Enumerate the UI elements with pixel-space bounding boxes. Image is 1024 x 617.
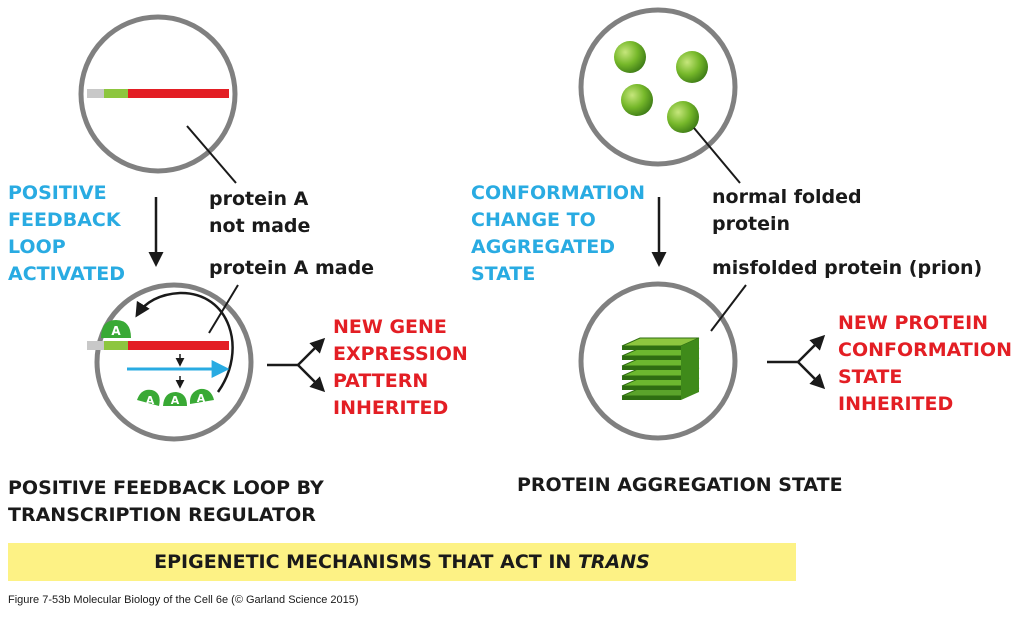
- figure-caption: Figure 7-53b Molecular Biology of the Ce…: [8, 594, 359, 606]
- misfolded-protein-label: misfolded protein (prion): [712, 257, 983, 279]
- protein-a-letter: A: [146, 394, 155, 407]
- conformation-change-label: CONFORMATION CHANGE TO AGGREGATED STATE: [471, 182, 645, 285]
- leader-misfolded-protein: [710, 284, 747, 332]
- feedback-loop-arrow: [135, 291, 234, 393]
- folded-protein-icon: [667, 101, 699, 133]
- aggregate-stack-icon: [621, 337, 700, 400]
- positive-feedback-loop-activated-label: POSITIVE FEEDBACK LOOP ACTIVATED: [8, 182, 126, 285]
- banner: EPIGENETIC MECHANISMS THAT ACT IN TRANS: [8, 543, 796, 581]
- new-protein-conformation-label: NEW PROTEIN CONFORMATION STATE INHERITED: [838, 312, 1012, 415]
- inheritance-fork-right: [767, 334, 826, 390]
- leader-protein-not-made: [186, 125, 237, 184]
- protein-a-icon: [137, 389, 160, 406]
- banner-title-italic: TRANS: [577, 551, 650, 573]
- folded-protein-icon: [676, 51, 708, 83]
- banner-title-main: EPIGENETIC MECHANISMS THAT ACT IN: [154, 551, 578, 573]
- normal-folded-protein-label: normal folded protein: [712, 186, 862, 235]
- new-gene-expression-label: NEW GENE EXPRESSION PATTERN INHERITED: [333, 316, 468, 419]
- cell-circle-bottom-left: [94, 282, 254, 442]
- normal-protein-balls: [614, 41, 708, 133]
- protein-a-bound-icon: [101, 320, 131, 338]
- leader-protein-made: [208, 284, 239, 334]
- leader-normal-protein: [693, 127, 741, 184]
- inheritance-fork-left: [267, 337, 326, 393]
- cell-circle-top-right: [578, 7, 738, 167]
- protein-a-not-made-label: protein A not made: [209, 188, 311, 237]
- protein-a-icon: [163, 392, 187, 406]
- right-panel-title: PROTEIN AGGREGATION STATE: [517, 474, 843, 496]
- folded-protein-icon: [614, 41, 646, 73]
- protein-a-letter: A: [171, 394, 180, 407]
- protein-a-bound-letter: A: [111, 324, 121, 338]
- folded-protein-icon: [621, 84, 653, 116]
- protein-a-products: A A A: [137, 388, 214, 407]
- gene-top-left: [87, 89, 229, 98]
- gene-bottom-left: [87, 341, 229, 350]
- left-panel-title: POSITIVE FEEDBACK LOOP BY TRANSCRIPTION …: [8, 477, 324, 526]
- protein-a-icon: [189, 388, 214, 404]
- protein-a-letter: A: [197, 392, 206, 405]
- protein-a-made-label: protein A made: [209, 257, 375, 279]
- banner-title: EPIGENETIC MECHANISMS THAT ACT IN TRANS: [154, 551, 650, 573]
